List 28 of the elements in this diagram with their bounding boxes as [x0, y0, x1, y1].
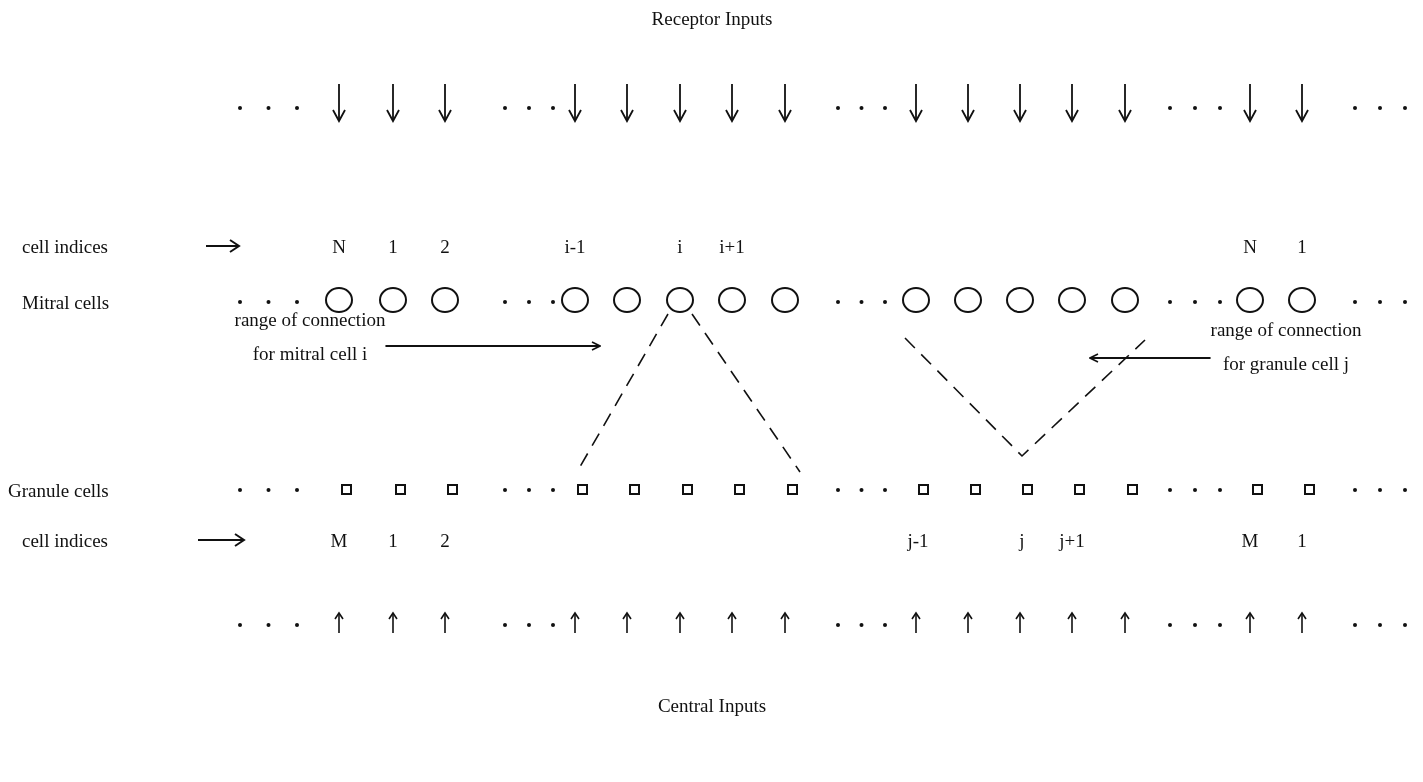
diagram-label: M [330, 530, 348, 550]
diagram-label: 1 [388, 530, 398, 550]
diagram-label: 1 [1297, 236, 1307, 256]
diagram-label: i [677, 236, 683, 256]
diagram-label: j [1019, 530, 1025, 550]
diagram-label: N [1243, 236, 1257, 256]
diagram-label: j+1 [1059, 530, 1085, 550]
diagram-label: M [1241, 530, 1259, 550]
diagram-label: j-1 [907, 530, 929, 550]
diagram-label: cell indices [22, 530, 108, 550]
diagram-label: 1 [388, 236, 398, 256]
diagram-label: Receptor Inputs [651, 8, 773, 28]
diagram-label: 2 [440, 530, 450, 550]
callout-text: range of connection [234, 308, 386, 332]
callout-text: for granule cell j [1222, 351, 1350, 376]
diagram-label: Mitral cells [22, 292, 110, 312]
callout-text: range of connection [1210, 318, 1362, 342]
diagram-label: 2 [440, 236, 450, 256]
diagram-label: Granule cells [8, 480, 109, 500]
diagram-label: cell indices [22, 236, 108, 256]
diagram-label: i-1 [564, 236, 586, 256]
diagram-label: N [332, 236, 346, 256]
diagram-label: i+1 [719, 236, 745, 256]
diagram-label: 1 [1297, 530, 1307, 550]
leader-arrow [384, 341, 601, 351]
callout-text: for mitral cell i [252, 341, 368, 366]
leader-arrow [1089, 353, 1212, 363]
diagram-label: Central Inputs [657, 695, 767, 715]
